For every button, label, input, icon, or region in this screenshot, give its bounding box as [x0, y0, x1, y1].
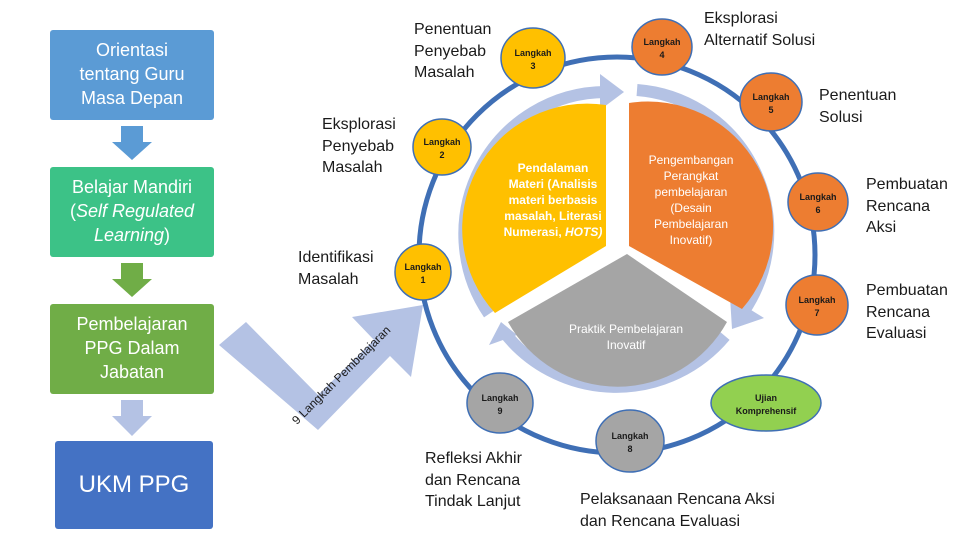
orientasi-line-2: tentang Guru [79, 64, 185, 85]
step-8-word: Langkah [611, 431, 648, 441]
arrow-ring-bottom-head [489, 322, 517, 345]
big-arrow-label: 9 Langkah Pembelajaran [289, 323, 393, 427]
pie-orange-line-5: Pembelajaran [654, 217, 728, 231]
ppg-line-1: Pembelajaran [76, 314, 188, 335]
pie-yellow-line-5: Numerasi, HOTS) [504, 225, 603, 239]
pie-yellow-line-4: masalah, Literasi [504, 209, 601, 223]
pie-sector-gray [508, 254, 727, 387]
orientasi-line-3: Masa Depan [80, 87, 184, 108]
belajar-line-3: Learning [93, 224, 165, 245]
pie-sector-orange [629, 101, 774, 310]
belajar-line-1: Belajar Mandiri [71, 177, 193, 198]
pie-orange-text: Pengembangan Perangkat pembelajaran (Des… [649, 153, 734, 247]
orientasi-box: Orientasi tentang Guru Masa Depan [50, 30, 214, 120]
step-2-word: Langkah [423, 137, 460, 147]
step-4-word: Langkah [643, 37, 680, 47]
step-7-circle: Langkah 7 [785, 274, 849, 336]
step-9-circle: Langkah 9 [466, 372, 534, 434]
pembelajaran-ppg-box: Pembelajaran PPG Dalam Jabatan [50, 304, 214, 394]
pie-gray-text: Praktik Pembelajaran Inovatif [569, 322, 683, 352]
step-7-num: 7 [814, 308, 819, 318]
step-6-circle: Langkah 6 [787, 172, 849, 232]
pie-yellow-line-2: Materi (Analisis [509, 177, 598, 191]
orientasi-line-1: Orientasi [95, 40, 168, 61]
step-5-circle: Langkah 5 [739, 72, 803, 132]
step-3-num: 3 [530, 61, 535, 71]
pie-sector-yellow [462, 103, 606, 314]
down-arrow-3 [112, 400, 152, 436]
ujian-line-2: Komprehensif [736, 406, 798, 416]
pie-gray-line-1: Praktik Pembelajaran [569, 322, 683, 336]
down-arrow-2 [112, 263, 152, 297]
pie-orange-line-6: Inovatif) [670, 233, 713, 247]
step-8-circle: Langkah 8 [595, 409, 665, 473]
belajar-mandiri-box: Belajar Mandiri (Self Regulated Learning… [50, 167, 214, 257]
step-9-num: 9 [497, 406, 502, 416]
step-6-num: 6 [815, 205, 820, 215]
down-arrow-1 [112, 126, 152, 160]
pie-gray-line-2: Inovatif [607, 338, 646, 352]
ukm-ppg-box: UKM PPG [55, 441, 213, 529]
step-3-word: Langkah [514, 48, 551, 58]
arrow-ring-left-head [600, 74, 624, 110]
step-1-circle: Langkah 1 [394, 243, 452, 301]
step-7-word: Langkah [798, 295, 835, 305]
step-9-word: Langkah [481, 393, 518, 403]
step-3-circle: Langkah 3 [500, 27, 566, 89]
pie-yellow-text: Pendalaman Materi (Analisis materi berba… [504, 161, 603, 239]
step-6-word: Langkah [799, 192, 836, 202]
arrow-ring-bottom [499, 328, 730, 393]
pie-orange-line-2: Perangkat [664, 169, 719, 183]
step-2-circle: Langkah 2 [412, 118, 472, 176]
step-4-circle: Langkah 4 [631, 18, 693, 76]
step-4-num: 4 [659, 50, 664, 60]
step-8-num: 8 [627, 444, 632, 454]
pie-yellow-line-3: materi berbasis [509, 193, 598, 207]
pie-orange-line-4: (Desain [670, 201, 711, 215]
big-chevron-arrow [219, 305, 423, 430]
ukm-ppg-label: UKM PPG [78, 471, 190, 499]
ppg-line-2: PPG Dalam [84, 338, 180, 359]
step-1-num: 1 [420, 275, 425, 285]
belajar-line-2: Self Regulated [75, 201, 195, 222]
ujian-line-1: Ujian [755, 393, 777, 403]
pie-orange-line-3: pembelajaran [655, 185, 728, 199]
step-5-word: Langkah [752, 92, 789, 102]
ujian-komprehensif-ellipse: Ujian Komprehensif [710, 374, 822, 432]
ppg-line-3: Jabatan [99, 361, 165, 382]
pie-orange-line-1: Pengembangan [649, 153, 734, 167]
pie-yellow-line-1: Pendalaman [518, 161, 589, 175]
step-2-num: 2 [439, 150, 444, 160]
step-5-num: 5 [768, 105, 773, 115]
step-1-word: Langkah [404, 262, 441, 272]
